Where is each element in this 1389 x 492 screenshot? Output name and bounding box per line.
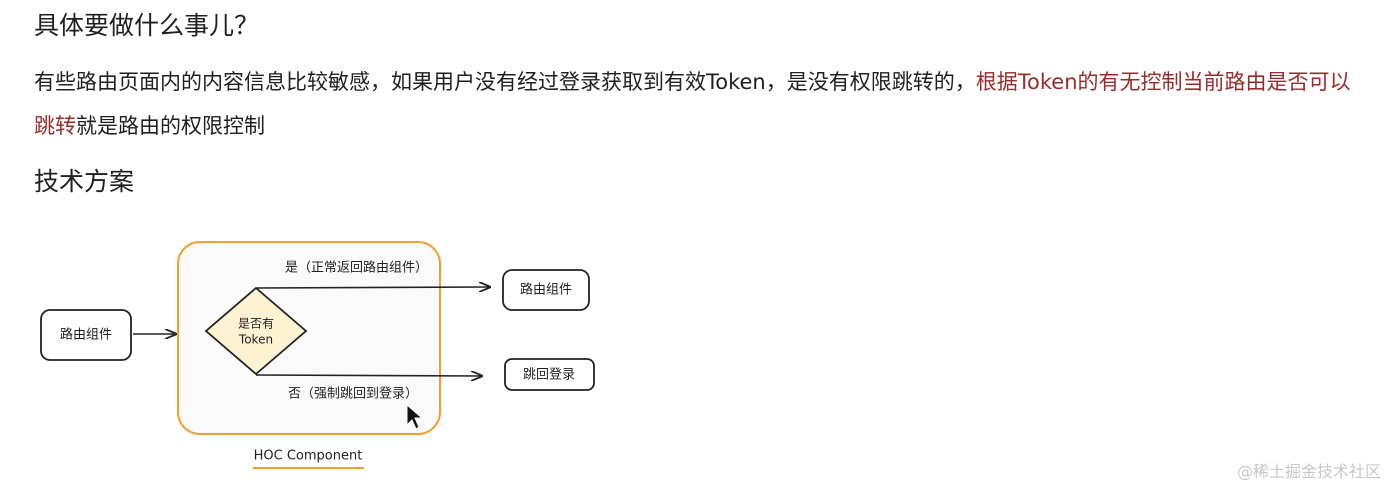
- route-component-target-label: 路由组件: [520, 282, 572, 298]
- yes-branch-arrow: [255, 287, 490, 288]
- hoc-container-box: [177, 241, 441, 435]
- watermark: @稀土掘金技术社区: [1236, 462, 1381, 481]
- decision-label-line2: Token: [238, 333, 273, 347]
- no-branch-label: 否（强制跳回到登录）: [288, 387, 418, 402]
- mouse-cursor-icon: [406, 403, 424, 430]
- decision-diamond: [204, 286, 308, 376]
- hoc-component-label: HOC Component: [254, 449, 363, 464]
- section-title-what-to-do: 具体要做什么事儿？: [34, 11, 260, 40]
- input-component-label: 路由组件: [60, 327, 112, 343]
- input-component-box: [40, 309, 132, 361]
- no-branch-arrow: [255, 375, 482, 376]
- login-redirect-target-box: [504, 358, 595, 391]
- section-title-technical-plan: 技术方案: [34, 167, 135, 196]
- description-text-end: 就是路由的权限控制: [76, 114, 265, 138]
- description-text: 有些路由页面内的内容信息比较敏感，如果用户没有经过登录获取到有效Token，是没…: [34, 70, 976, 94]
- description-paragraph: 有些路由页面内的内容信息比较敏感，如果用户没有经过登录获取到有效Token，是没…: [34, 60, 1354, 148]
- description-highlight: 根据Token的有无控制当前路由是否可以跳转: [34, 70, 1351, 138]
- yes-branch-label: 是（正常返回路由组件）: [285, 260, 428, 276]
- decision-label-line1: 是否有: [238, 317, 274, 331]
- login-redirect-target-label: 跳回登录: [523, 368, 575, 383]
- route-component-target-box: [502, 269, 590, 311]
- hoc-flow-diagram: 路由组件 是否有 Token 是（正常返回路由组件） 否（强制跳回到登录） 路由…: [40, 241, 595, 469]
